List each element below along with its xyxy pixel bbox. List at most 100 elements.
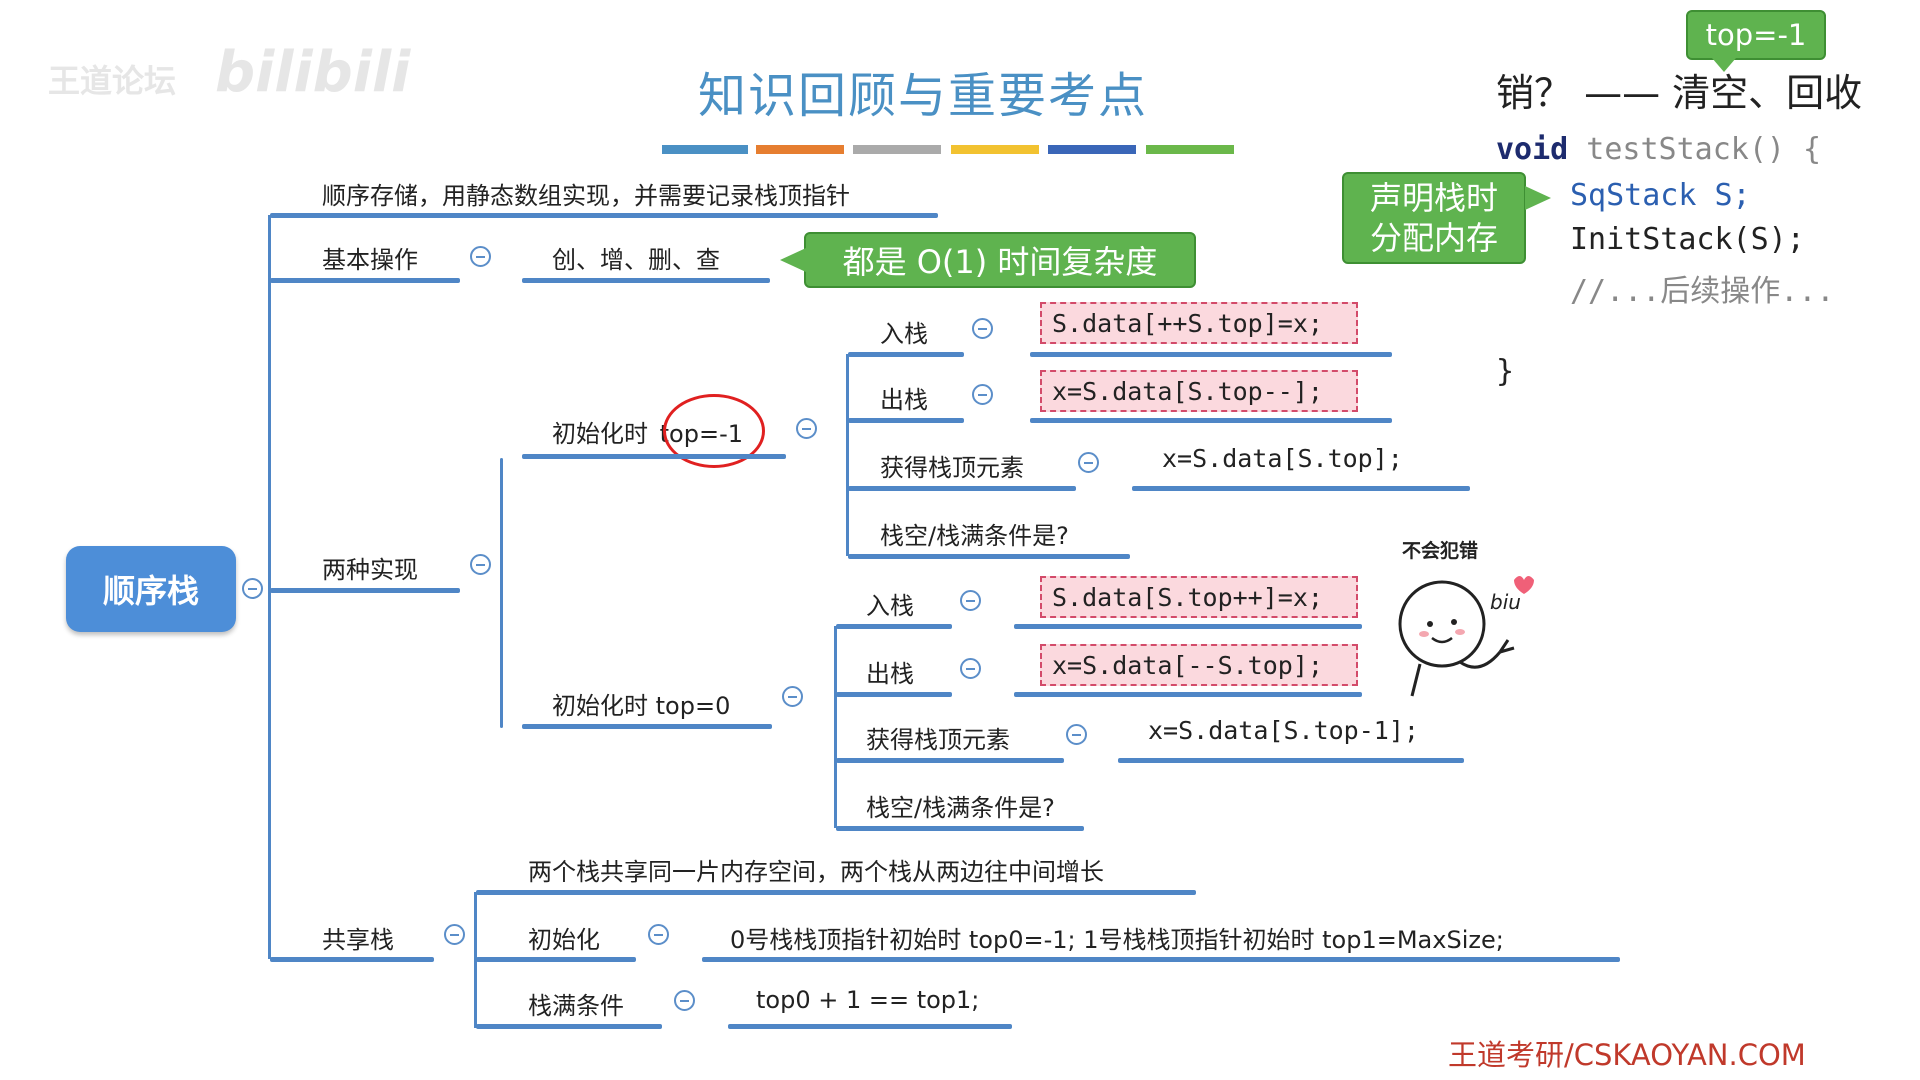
shared-init-label[interactable]: 初始化 [528,926,600,954]
z-pop-label[interactable]: 出栈 [866,660,914,688]
line-two-impl [270,588,460,593]
line-shared [270,957,434,962]
line-init-0 [522,724,772,729]
shared-init-text[interactable]: 0号栈栈顶指针初始时 top0=-1; 1号栈栈顶指针初始时 top1=MaxS… [730,926,1504,954]
z-push-label[interactable]: 入栈 [866,592,914,620]
line-shared-full [476,1024,662,1029]
line-basic-ops [522,278,770,283]
z-cond-label[interactable]: 栈空/栈满条件是? [866,794,1055,822]
collapse-z-get[interactable] [1066,724,1087,745]
callout-alloc-pointer [1525,186,1551,210]
line-z-pop-code [1014,692,1362,697]
red-circle-highlight [663,394,765,468]
bilibili-logo: bilibili [215,40,411,105]
spine-main [268,215,271,959]
line-init-minus1 [522,454,786,459]
node-storage[interactable]: 顺序存储，用静态数组实现，并需要记录栈顶指针 [322,182,850,210]
code-line-1: void testStack() { [1496,132,1821,167]
sticker-biu: biu [1490,590,1521,614]
line-z-pop [836,692,952,697]
m1-get-code: x=S.data[S.top]; [1162,444,1403,473]
callout-top-minus-1: top=-1 [1686,10,1826,60]
collapse-m1-push[interactable] [972,318,993,339]
line-m1-pop-code [1030,418,1392,423]
code-line-2: SqStack S; [1570,178,1751,213]
line-storage [270,213,938,218]
footer-brand: 王道考研/CSKAOYAN.COM [1448,1038,1806,1072]
collapse-init-0[interactable] [782,686,803,707]
init-minus1-label: 初始化时 [552,420,648,448]
collapse-m1-get[interactable] [1078,452,1099,473]
z-get-label[interactable]: 获得栈顶元素 [866,726,1010,754]
line-m1-push [848,352,964,357]
spine-minus1 [846,354,849,556]
callout-o1-text: 都是 O(1) 时间复杂度 [842,243,1158,281]
line-shared-init-text [702,957,1620,962]
callout-o1: 都是 O(1) 时间复杂度 [804,232,1196,288]
collapse-z-pop[interactable] [960,658,981,679]
collapse-root[interactable] [242,578,263,599]
collapse-shared-full[interactable] [674,990,695,1011]
line-shared-full-text [728,1024,1012,1029]
code-func-sig: testStack() { [1568,132,1822,167]
shared-desc[interactable]: 两个栈共享同一片内存空间，两个栈从两边往中间增长 [528,858,1104,886]
color-bar-6 [1146,145,1234,154]
color-bar-5 [1048,145,1136,154]
z-get-code: x=S.data[S.top-1]; [1148,716,1419,745]
node-init-0[interactable]: 初始化时 top=0 [552,692,731,720]
sticker-figure [1398,576,1534,697]
line-z-get-code [1118,758,1464,763]
collapse-init-minus1[interactable] [796,418,817,439]
code-line-3: InitStack(S); [1570,222,1805,257]
collapse-shared-init[interactable] [648,924,669,945]
callout-alloc: 声明栈时 分配内存 [1342,172,1526,264]
line-m1-pop [848,418,964,423]
node-basic-ops[interactable]: 基本操作 [322,246,418,274]
z-push-code: S.data[S.top++]=x; [1040,576,1358,618]
page-title: 知识回顾与重要考点 [698,68,1149,124]
m1-push-label[interactable]: 入栈 [880,320,928,348]
line-z-push [836,624,952,629]
code-line-4: //...后续操作... [1570,274,1835,309]
destroy-line: 销？ —— 清空、回收 [1496,71,1863,115]
m1-cond-label[interactable]: 栈空/栈满条件是? [880,522,1069,550]
m1-push-code: S.data[++S.top]=x; [1040,302,1358,344]
callout-o1-pointer [780,248,806,272]
node-shared[interactable]: 共享栈 [322,926,394,954]
spine-zero [834,626,837,828]
sticker-caption: 不会犯错 [1402,540,1479,562]
node-basic-ops-list[interactable]: 创、增、删、查 [552,246,720,274]
collapse-two-impl[interactable] [470,554,491,575]
shared-full-label[interactable]: 栈满条件 [528,992,624,1020]
callout-top-text: top=-1 [1705,18,1807,52]
shared-full-text[interactable]: top0 + 1 == top1; [756,986,980,1014]
code-keyword-void: void [1496,132,1569,167]
line-z-push-code [1014,624,1362,629]
callout-alloc-line-1: 声明栈时 [1369,179,1498,217]
collapse-m1-pop[interactable] [972,384,993,405]
line-z-cond [836,826,1084,831]
collapse-basic[interactable] [470,246,491,267]
m1-pop-code: x=S.data[S.top--]; [1040,370,1358,412]
line-m1-cond [848,554,1130,559]
callout-pointer [1712,58,1736,72]
line-shared-init [476,957,636,962]
spine-two-impl [500,458,503,728]
m1-pop-label[interactable]: 出栈 [880,386,928,414]
line-shared-desc [476,890,1196,895]
line-m1-push-code [1030,352,1392,357]
line-m1-get [848,486,1076,491]
code-close-brace: } [1496,354,1515,389]
node-two-impl[interactable]: 两种实现 [322,556,418,584]
collapse-z-push[interactable] [960,590,981,611]
line-m1-get-code [1132,486,1470,491]
line-basic [270,278,460,283]
watermark-text: 王道论坛 [48,62,177,100]
color-bar-1 [662,145,748,154]
root-label: 顺序栈 [102,572,199,610]
root-node[interactable]: 顺序栈 [66,546,236,632]
m1-get-label[interactable]: 获得栈顶元素 [880,454,1024,482]
collapse-shared[interactable] [444,924,465,945]
color-bar-3 [853,145,941,154]
color-bar-2 [756,145,844,154]
